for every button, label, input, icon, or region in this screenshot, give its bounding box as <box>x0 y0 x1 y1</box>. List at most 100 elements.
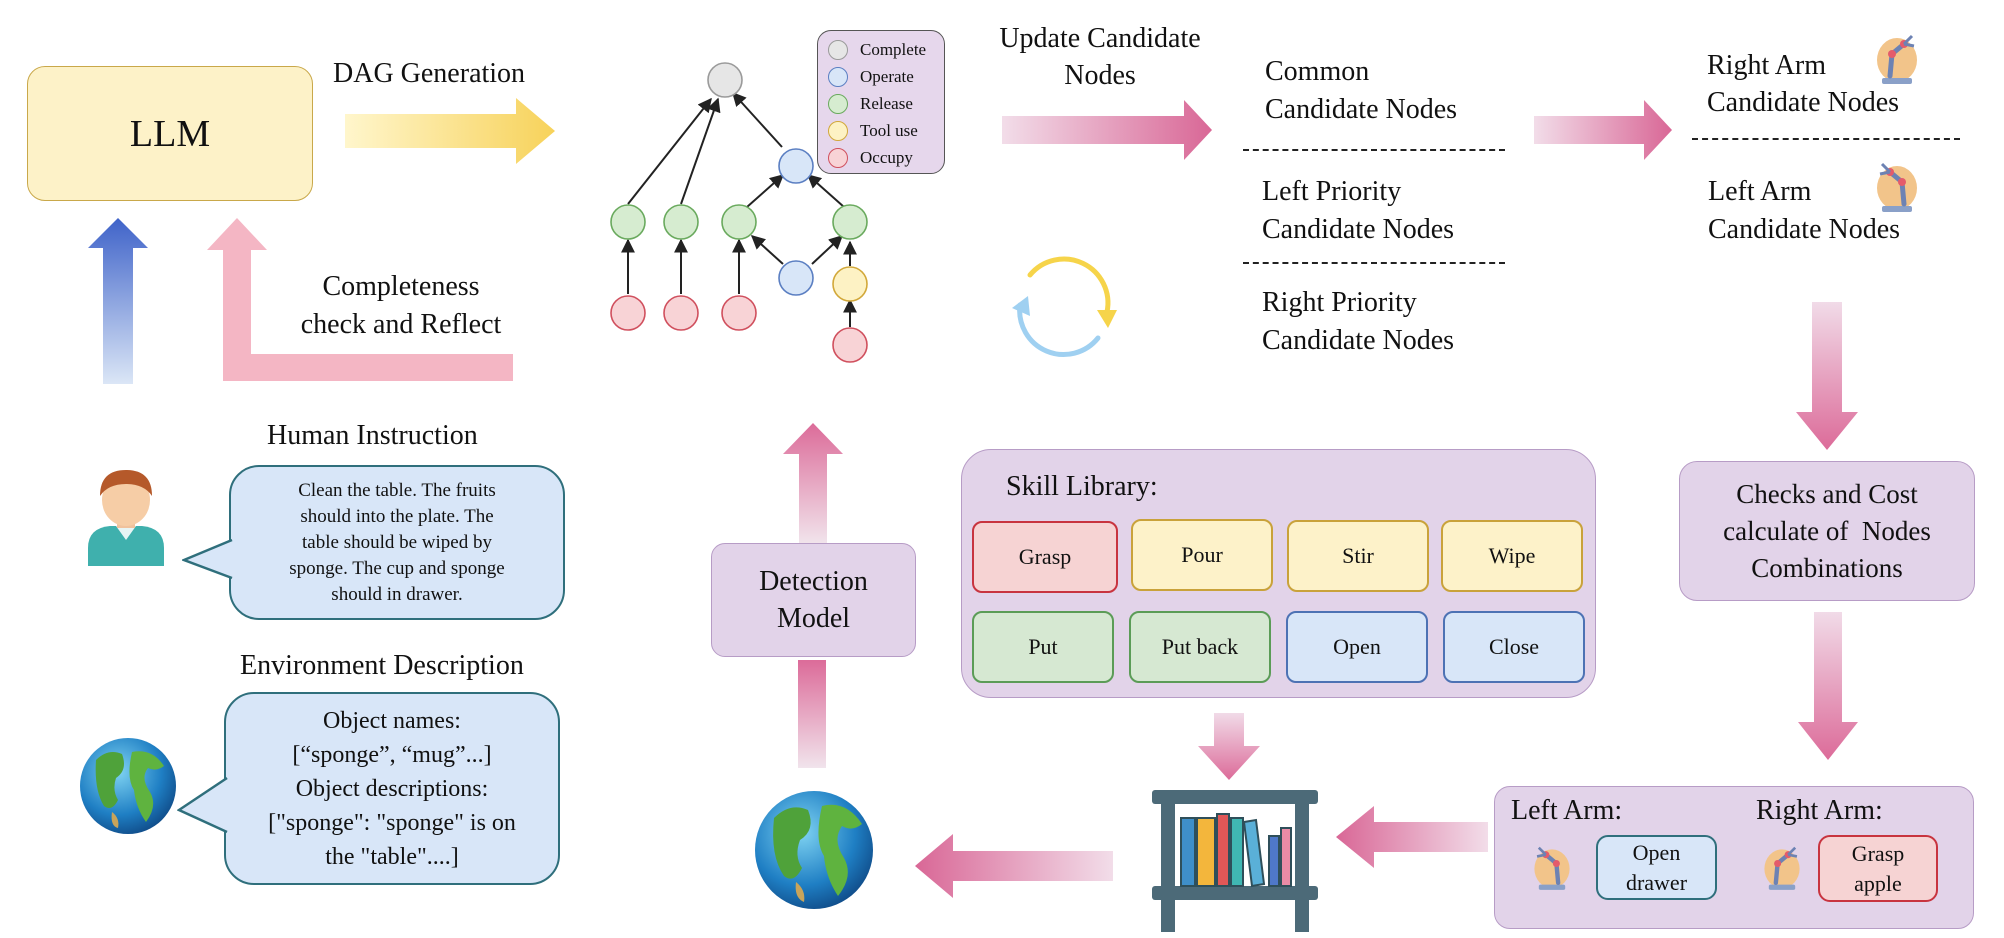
dag-graph <box>621 91 857 327</box>
right-priority-line-1: Right Priority <box>1262 287 1417 318</box>
checks-cost-box: Checks and Cost calculate of Nodes Combi… <box>1679 461 1975 601</box>
skill-label: Open <box>1333 634 1381 659</box>
right-arm-candidate-label: Right Arm Candidate Nodes <box>1707 47 1899 121</box>
library-to-world-arrow <box>915 834 1113 898</box>
completeness-label: Completeness check and Reflect <box>286 268 516 344</box>
update-candidate-arrow <box>1002 100 1212 160</box>
instruction-line: should into the plate. The <box>300 505 494 527</box>
environment-line: Object descriptions: <box>295 775 489 802</box>
common-line-1: Common <box>1265 56 1370 87</box>
skill-put: Put <box>972 611 1114 683</box>
legend-label-complete: Complete <box>860 40 927 59</box>
right-arm-action: Grasp apple <box>1818 835 1938 902</box>
checks-line-1: Checks and Cost <box>1736 478 1918 509</box>
llm-box: LLM <box>27 66 313 201</box>
left-action-line-1: Open <box>1632 839 1681 865</box>
dag-node-release <box>721 204 757 240</box>
left-priority-line-2: Candidate Nodes <box>1262 214 1455 245</box>
right-priority-label: Right Priority Candidate Nodes <box>1262 284 1454 360</box>
checks-line-3: Combinations <box>1751 552 1903 583</box>
robot-arm-icon <box>1534 846 1570 890</box>
update-line-1: Update Candidate <box>999 23 1201 54</box>
llm-label: LLM <box>129 112 211 155</box>
globe-icon <box>80 738 176 834</box>
left-arm-candidate-label: Left Arm Candidate Nodes <box>1708 173 1900 249</box>
robot-arm-icon <box>1764 846 1800 890</box>
dag-node-occupy <box>610 295 646 331</box>
bubble-tail <box>182 538 233 580</box>
completeness-reflect-arrow <box>207 218 513 381</box>
instruction-line: sponge. The cup and sponge <box>289 557 505 579</box>
person-icon <box>88 470 164 566</box>
left-arm-label: Left Arm: <box>1511 795 1623 826</box>
left-priority-line-1: Left Priority <box>1262 176 1402 207</box>
skill-label: Pour <box>1181 542 1223 567</box>
globe-icon <box>755 791 873 909</box>
instruction-line: should in drawer. <box>331 583 463 605</box>
skill-label: Close <box>1488 634 1540 659</box>
skill-wipe: Wipe <box>1441 520 1583 592</box>
legend-dot-complete <box>828 40 848 60</box>
skill-stir: Stir <box>1287 520 1429 592</box>
checks-line-2: calculate of Nodes <box>1723 515 1931 546</box>
dag-node-operate <box>778 148 814 184</box>
robot-arm-icon <box>1877 162 1917 212</box>
skill-label: Put <box>1028 634 1058 659</box>
right-action-line-1: Grasp <box>1851 840 1905 866</box>
left-action-line-2: drawer <box>1625 869 1688 895</box>
update-candidate-label: Update Candidate Nodes <box>980 20 1220 94</box>
completeness-line-1: Completeness <box>322 271 480 302</box>
skill-grasp: Grasp <box>972 521 1118 593</box>
skill-to-library-arrow <box>1198 713 1260 780</box>
common-line-2: Candidate Nodes <box>1265 94 1458 125</box>
dag-legend: Complete Operate Release Tool use Occupy <box>817 30 945 174</box>
environment-description-title: Environment Description <box>240 650 524 681</box>
dag-node-occupy <box>832 327 868 363</box>
legend-dot-operate <box>828 67 848 87</box>
dag-node-occupy <box>663 295 699 331</box>
skill-close: Close <box>1443 611 1585 683</box>
dag-node-operate <box>778 260 814 296</box>
legend-dot-tool-use <box>828 121 848 141</box>
legend-dot-release <box>828 94 848 114</box>
bookshelf-icon <box>1152 790 1318 932</box>
legend-item-tool-use: Tool use <box>828 118 918 144</box>
detection-line-1: Detection <box>759 566 868 597</box>
dag-node-complete <box>707 62 743 98</box>
detection-model-box: Detection Model <box>711 543 916 657</box>
legend-label-occupy: Occupy <box>860 148 913 167</box>
update-line-2: Nodes <box>1064 60 1136 91</box>
bubble-tail <box>177 776 228 834</box>
instruction-line: Clean the table. The fruits <box>298 479 496 501</box>
right-priority-line-2: Candidate Nodes <box>1262 325 1455 356</box>
legend-label-operate: Operate <box>860 67 914 86</box>
completeness-line-2: check and Reflect <box>300 309 502 340</box>
environment-line: ["sponge": "sponge" is on <box>268 809 516 836</box>
common-candidate-label: Common Candidate Nodes <box>1265 53 1457 129</box>
left-arm-action: Open drawer <box>1596 835 1717 900</box>
environment-text: Object names: [“sponge”, “mug”...] Objec… <box>268 704 516 874</box>
skill-library-title: Skill Library: <box>1006 471 1158 502</box>
environment-line: the "table"....] <box>325 843 459 870</box>
dag-generation-label: DAG Generation <box>333 58 526 89</box>
right-arm-line-2: Candidate Nodes <box>1707 87 1900 118</box>
skill-pour: Pour <box>1131 519 1273 591</box>
action-to-library-arrow <box>1336 806 1488 868</box>
checks-to-action-arrow <box>1798 612 1858 760</box>
instruction-text: Clean the table. The fruits should into … <box>289 478 504 608</box>
refresh-cycle-icon <box>1012 256 1117 357</box>
left-priority-label: Left Priority Candidate Nodes <box>1262 173 1454 249</box>
dag-node-release <box>832 204 868 240</box>
detection-to-dag-arrow <box>783 423 843 544</box>
skill-label: Grasp <box>1018 544 1072 569</box>
dag-node-release <box>663 204 699 240</box>
skill-label: Put back <box>1161 634 1239 659</box>
human-instruction-title: Human Instruction <box>267 420 478 451</box>
divider <box>1692 138 1960 140</box>
environment-line: Object names: <box>323 707 461 734</box>
instruction-up-arrow <box>88 218 148 384</box>
instruction-bubble: Clean the table. The fruits should into … <box>229 465 565 620</box>
skill-open: Open <box>1286 611 1428 683</box>
legend-item-complete: Complete <box>828 37 926 63</box>
